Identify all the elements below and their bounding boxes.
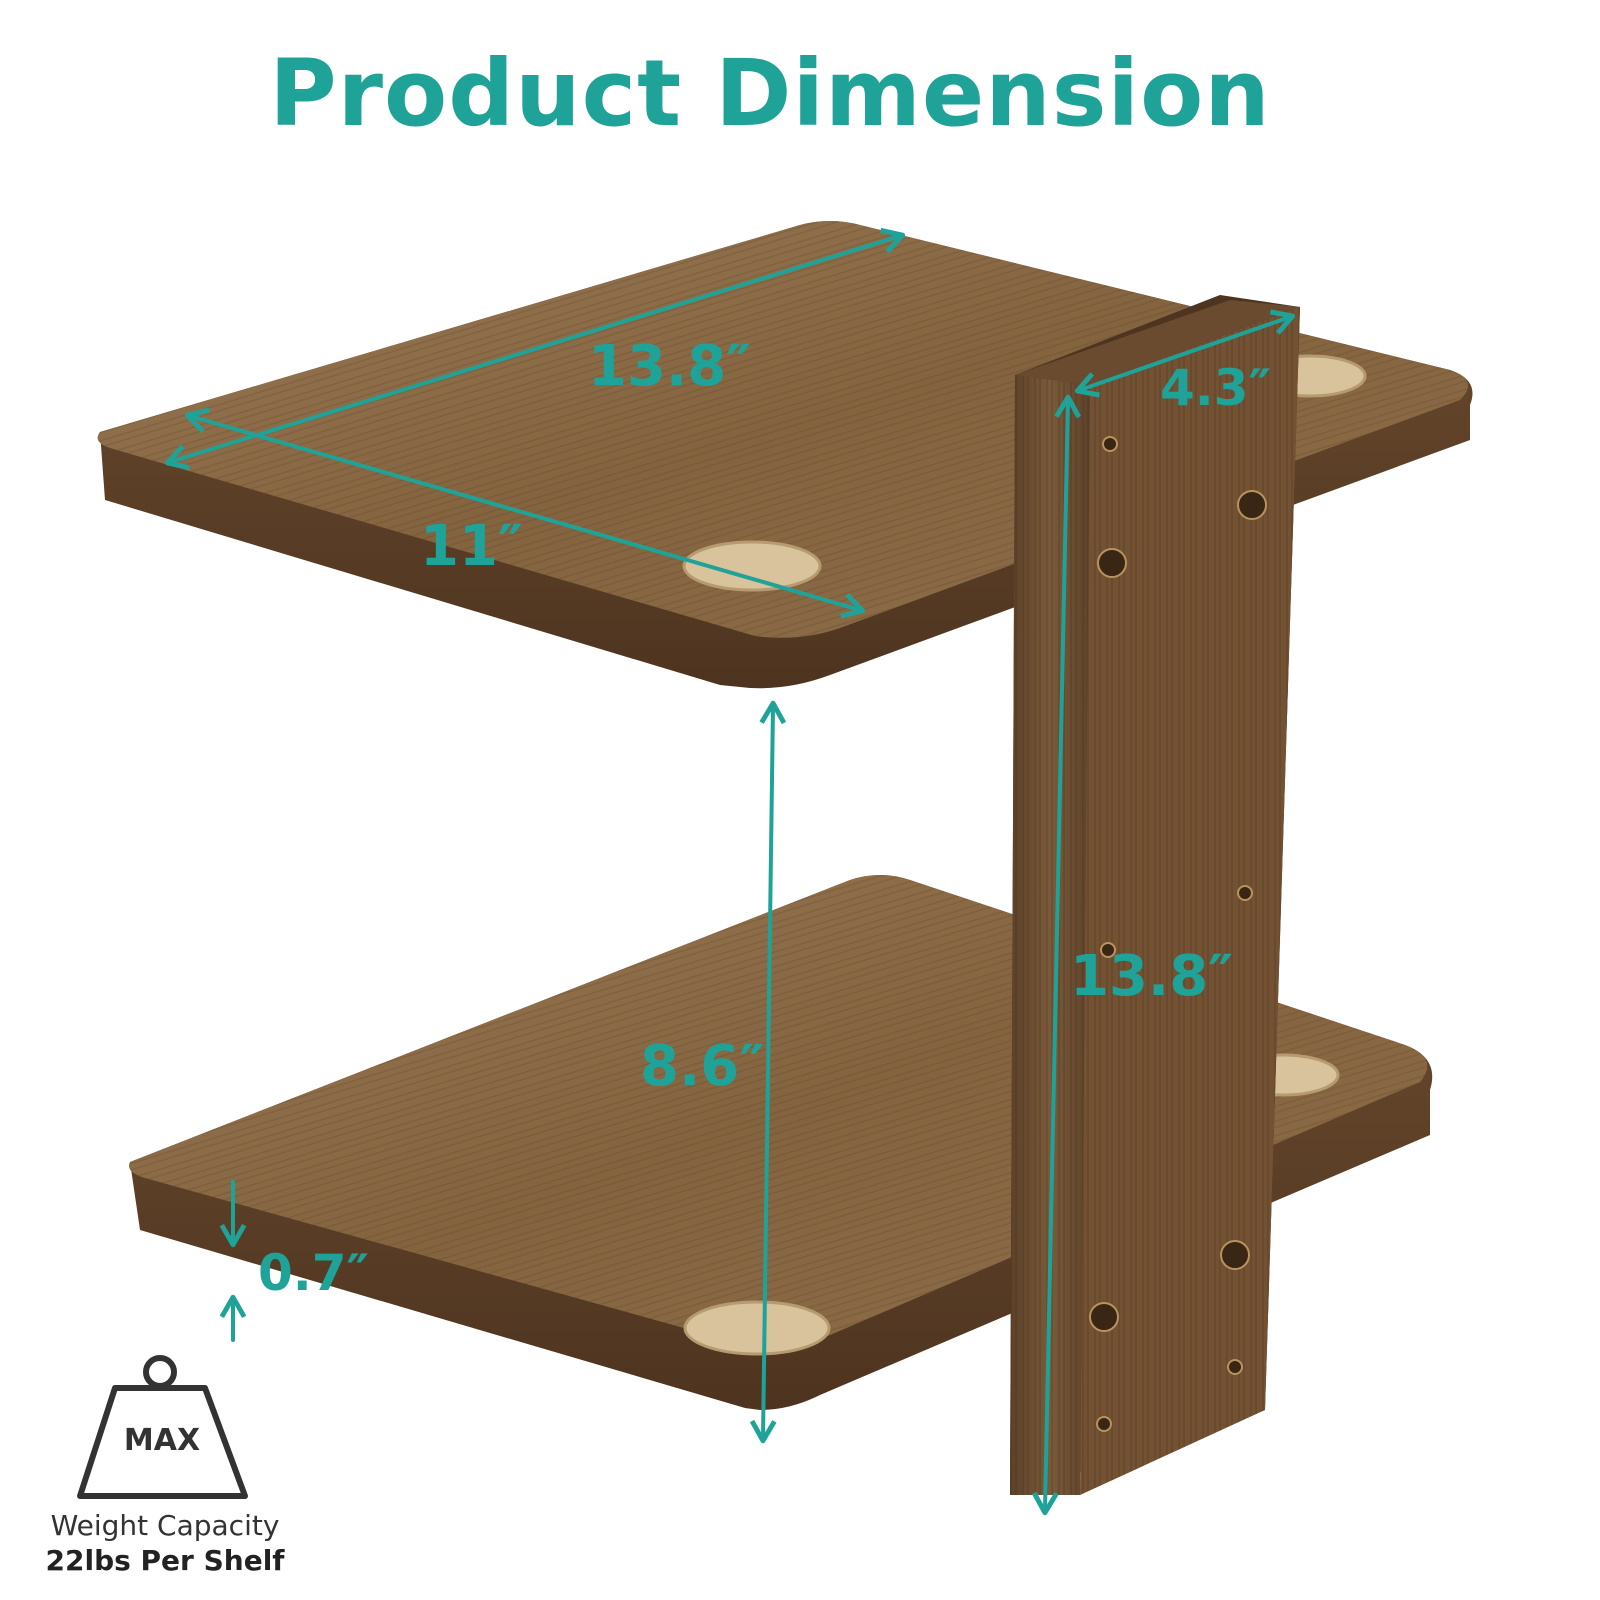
weight-capacity-line2: 22lbs Per Shelf — [45, 1544, 285, 1577]
shelf-thickness-label: 0.7″ — [258, 1244, 369, 1302]
shelf-length-label: 13.8″ — [588, 334, 751, 399]
shelf-gap-arrow — [749, 700, 787, 1444]
weight-icon: MAX — [77, 1355, 248, 1499]
post-width-arrow — [1074, 309, 1296, 398]
page-title: Product Dimension — [269, 40, 1271, 147]
post-height-label: 13.8″ — [1070, 944, 1233, 1009]
weight-capacity-line1: Weight Capacity — [50, 1509, 280, 1542]
post-height-arrow — [1031, 394, 1082, 1516]
dimension-arrows — [164, 227, 1296, 1516]
shelf-width-label: 11″ — [420, 514, 523, 579]
weight-max-label: MAX — [124, 1423, 200, 1458]
shelf-width-arrow — [184, 407, 866, 619]
weight-capacity-caption: Weight Capacity 22lbs Per Shelf — [0, 1508, 330, 1578]
shelf-gap-label: 8.6″ — [640, 1034, 764, 1099]
post-width-label: 4.3″ — [1160, 359, 1271, 417]
vertical-post — [1010, 295, 1300, 1495]
